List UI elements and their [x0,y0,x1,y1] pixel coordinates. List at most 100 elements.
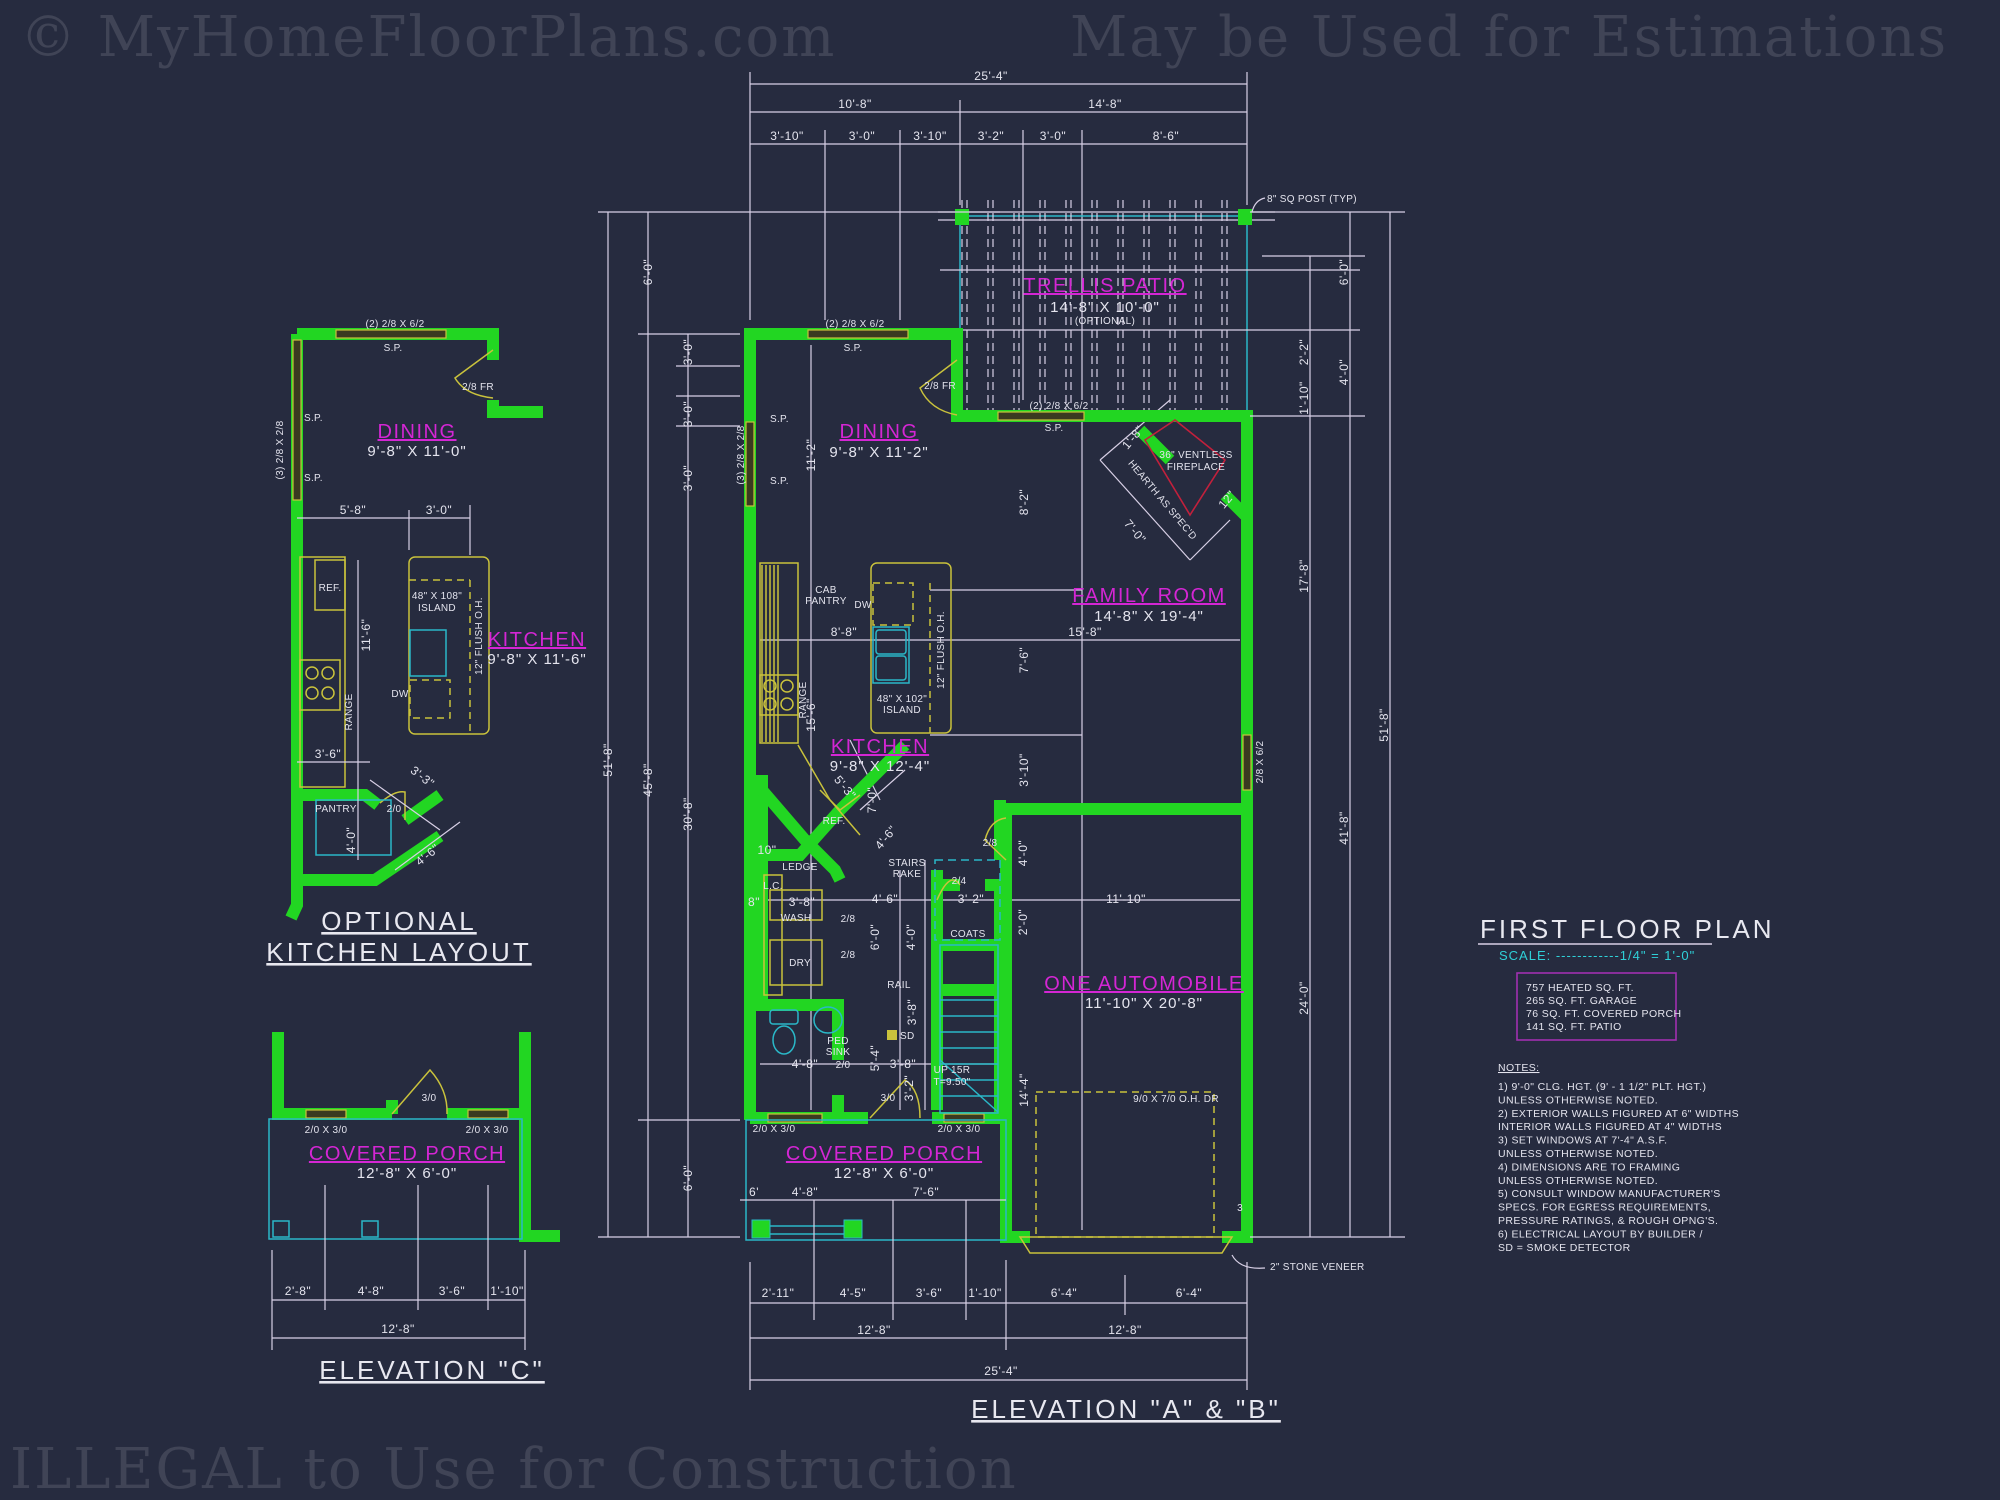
dim-label: 14'-8" [1088,97,1122,111]
kitchen-layout-caption: KITCHEN LAYOUT [266,937,531,967]
sp-label: S.P. [1045,423,1064,434]
dim-label: 6'-4" [1176,1286,1202,1300]
dim-label: 8'-2" [1017,489,1031,515]
dim-label: 6'-4" [1051,1286,1077,1300]
dim-label: 8'-8" [831,625,857,639]
dim-label: 3'-6" [916,1286,942,1300]
dim-label: 5'-4" [868,1045,882,1071]
pantry-label: PANTRY [315,804,356,815]
stairs-tread-label: T=9.50" [933,1077,970,1088]
interior-dim-lines [760,345,1240,1230]
overhang-label: 12" FLUSH O.H. [474,597,485,675]
dim-label: 3'-2" [958,892,984,906]
dim-overall-width: 25'-4" [984,1364,1018,1378]
rail-label: RAIL [887,980,911,991]
dim-label: 1'-10" [1297,381,1311,415]
door-label: 2/8 [841,914,856,925]
porch-post [843,1219,863,1239]
dim-label: 3'-8" [789,895,815,909]
dim-label: 3'-10" [913,129,947,143]
room-size: 11'-10" X 20'-8" [1085,995,1203,1012]
notes-heading: NOTES: [1498,1062,1540,1074]
dim-label: 3'-0" [681,465,695,491]
dim-label: 14'-4" [1017,1073,1031,1107]
room-size: 14'-8" X 10'-0" [1050,299,1160,316]
room-label-dining: DINING [378,421,457,443]
ledge-label: LEDGE [782,862,817,873]
top-dimensions: 25'-4" 10'-8" 14'-8" 3'-10" 3'-0" 3'-10"… [749,69,1248,400]
veneer-mark: 3 [1237,1203,1243,1214]
elevation-c: 3/0 2/0 X 3/0 2/0 X 3/0 COVERED PORCH 12… [268,1032,560,1385]
dim-label: 12'-8" [381,1322,415,1336]
note-line: INTERIOR WALLS FIGURED AT 4" WIDTHS [1498,1121,1722,1133]
dim-label: 2'-11" [762,1286,795,1300]
veneer-note: 2" STONE VENEER [1270,1262,1365,1273]
sp-label: S.P. [304,413,323,424]
dim-label: 3'-10" [770,129,804,143]
room-size: 12'-8" X 6'-0" [357,1165,457,1182]
door-label: 2/4 [952,876,967,887]
note-line: 2) EXTERIOR WALLS FIGURED AT 6" WIDTHS [1498,1108,1739,1120]
area-garage: 265 SQ. FT. GARAGE [1526,995,1637,1007]
dim-label: 51'-8" [601,743,615,777]
optional-note: (OPTIONAL) [1075,316,1135,327]
room-label-garage: ONE AUTOMOBILE [1044,973,1244,995]
stairs-label: STAIRS [888,858,925,869]
dim-label: 15'-8" [1068,625,1102,639]
plan-title: FIRST FLOOR PLAN [1480,914,1775,944]
dim-label: 3'-0" [681,339,695,365]
walls [744,328,1253,1243]
room-label-covered-porch: COVERED PORCH [309,1143,505,1165]
ref-label: REF. [823,816,846,827]
note-line: UNLESS OTHERWISE NOTED. [1498,1148,1658,1160]
note-line: SPECS. FOR EGRESS REQUIREMENTS, [1498,1202,1711,1214]
door-label: 2/8 FR [924,381,956,392]
island-label: 48" X 108" [412,591,462,602]
room-size: 9'-8" X 11'-6" [487,651,586,668]
note-line: 4) DIMENSIONS ARE TO FRAMING [1498,1161,1680,1173]
dim-label: 7'-6" [1017,647,1031,673]
dim-label: 6'-0" [681,1165,695,1191]
dim-label: 24'-0" [1297,981,1311,1015]
door-label: 2/8 [983,838,998,849]
dim-label: 7'-0" [865,787,879,813]
dim-label: 3'-6" [315,747,341,761]
sink-label: SINK [826,1047,851,1058]
dim-label: 15'-6" [804,698,818,732]
dim-label: 8" [748,895,760,909]
stairs-label: RAKE [893,869,921,880]
post-marker [1238,209,1252,225]
window-label: 2/8 X 6/2 [1255,740,1266,783]
range-label: RANGE [798,681,809,718]
dim-label: 3'-2" [902,1075,916,1101]
room-label-covered-porch: COVERED PORCH [786,1143,982,1165]
dishwasher-label: DW [854,600,872,611]
dim-label: 11'-6" [359,619,373,652]
area-patio: 141 SQ. FT. PATIO [1526,1021,1622,1033]
bottom-dimensions: 2'-11" 4'-5" 3'-6" 1'-10" 6'-4" 6'-4" 12… [749,1200,1248,1390]
stairs-up-label: UP 15R [934,1065,971,1076]
note-line: 5) CONSULT WINDOW MANUFACTURER'S [1498,1188,1721,1200]
optional-kitchen-layout: (2) 2/8 X 6/2 S.P. 2/8 FR (3) 2/8 X 2/8 … [266,319,586,967]
door-label: 2/0 [387,804,402,815]
dim-label: 4'-8" [792,1185,818,1199]
dim-label: 6' [749,1185,759,1199]
notes-list: 1) 9'-0" CLG. HGT. (9' - 1 1/2" PLT. HGT… [1498,1081,1739,1254]
note-line: 1) 9'-0" CLG. HGT. (9' - 1 1/2" PLT. HGT… [1498,1081,1706,1093]
porch-post [751,1219,771,1239]
dim-label: 4'-0" [1337,359,1351,385]
dim-label: 4'-8" [358,1284,384,1298]
window-label: 2/0 X 3/0 [305,1125,348,1136]
dim-label: 3'-0" [681,401,695,427]
window-label: 2/0 X 3/0 [753,1124,796,1135]
note-line: 3) SET WINDOWS AT 7'-4" A.S.F. [1498,1135,1667,1147]
dim-label: 3'-10" [1017,753,1031,787]
windows [745,329,1252,1123]
right-dimensions: 6'-0" 2'-2" 1'-10" 4'-0" 17'-8" 24'-0" 4… [1250,211,1405,1238]
dim-label: 3'-6" [439,1284,465,1298]
room-label-kitchen: KITCHEN [488,629,586,651]
room-label-dining: DINING [840,421,919,443]
dim-label: 3'-0" [426,503,452,517]
scale-label: SCALE: ------------1/4" = 1'-0" [1499,948,1695,963]
fireplace [1143,419,1227,517]
